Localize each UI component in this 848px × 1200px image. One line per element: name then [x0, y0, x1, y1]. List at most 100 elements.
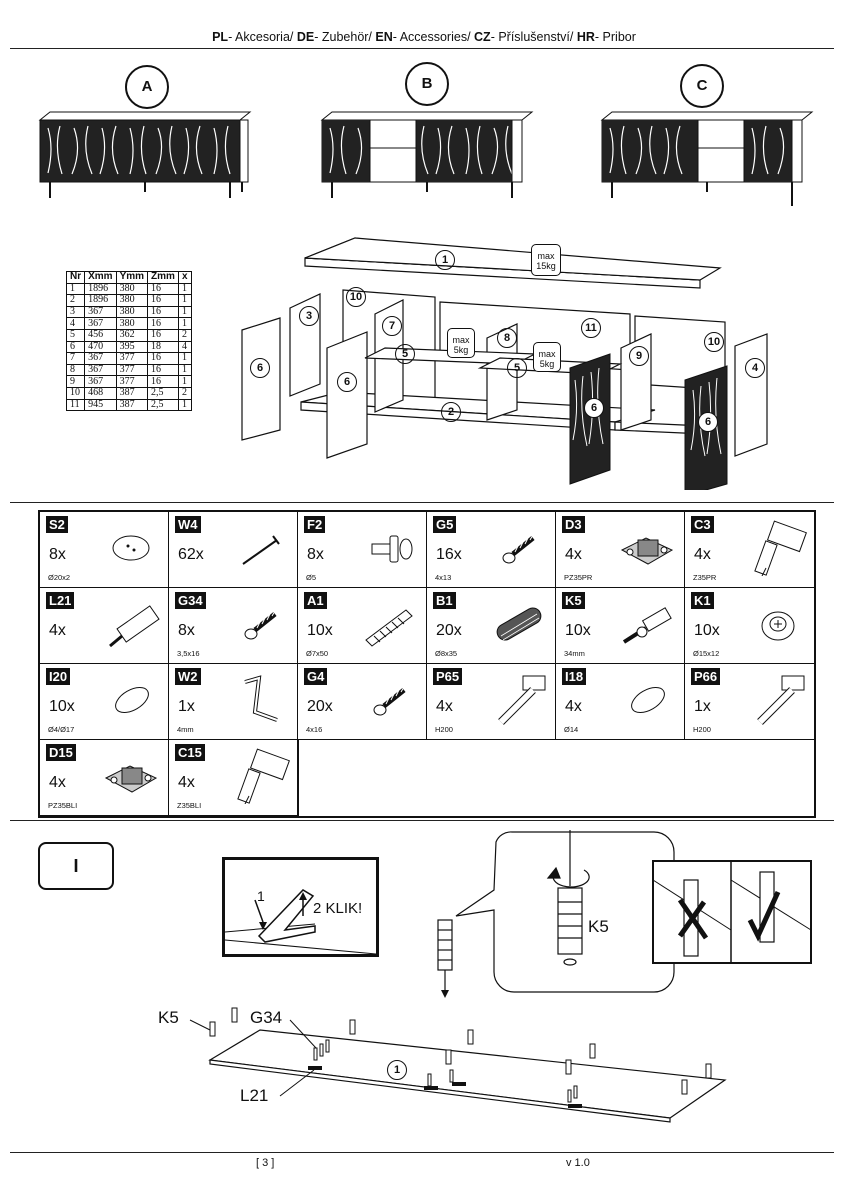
table-cell: 11: [65, 398, 86, 412]
accessory-qty: 8x: [178, 622, 195, 639]
accessory-size: 4x16: [306, 725, 323, 734]
part-label-6c: 6: [584, 398, 604, 418]
table-cell: 10: [65, 386, 86, 400]
table-cell: 1: [177, 305, 192, 319]
accessory-code: G34: [175, 592, 206, 609]
accessory-size: Z35BLI: [177, 801, 202, 810]
accessory-size: Ø7x50: [306, 649, 329, 658]
page-number: [ 3 ]: [256, 1157, 275, 1169]
top-panel-drawing: [189, 1007, 727, 1123]
table-header: Nr: [65, 271, 86, 284]
nail-icon: [242, 535, 280, 565]
part-label-9: 9: [629, 346, 649, 366]
table-cell: 380: [115, 294, 149, 307]
push-latch-icon: [109, 605, 160, 648]
accessory-code: C3: [691, 516, 714, 533]
table-cell: 16: [147, 375, 179, 388]
table-cell: 377: [115, 352, 149, 365]
accessory-size: Z35PR: [693, 573, 717, 582]
correct-incorrect-detail: [652, 860, 812, 964]
table-cell: 16: [147, 352, 179, 365]
shelf-pin-icon: [371, 535, 413, 563]
accessory-qty: 1x: [694, 698, 711, 715]
accessory-code: D15: [46, 744, 76, 761]
table-cell: 367: [84, 375, 117, 388]
table-cell: 1: [177, 317, 192, 330]
accessory-code: C15: [175, 744, 205, 761]
table-cell: 16: [147, 363, 179, 377]
part-label-10a: 10: [346, 287, 366, 307]
accessory-code: K1: [691, 592, 714, 609]
table-cell: 456: [84, 328, 117, 342]
table-cell: 362: [115, 328, 149, 342]
cap-icon: [631, 687, 665, 713]
accessory-code: G5: [433, 516, 457, 533]
part-label-6b: 6: [337, 372, 357, 392]
table-cell: 2: [177, 328, 192, 342]
accessory-size: PZ35BLI: [48, 801, 78, 810]
accessory-code: D3: [562, 516, 585, 533]
hinge-icon: [754, 520, 807, 576]
accessory-qty: 8x: [307, 546, 324, 563]
table-cell: 1: [177, 282, 192, 296]
leg-icon: [498, 675, 546, 725]
table-cell: 367: [84, 352, 117, 365]
accessory-size: 34mm: [564, 649, 585, 658]
accessory-code: B1: [433, 592, 456, 609]
accessory-qty: 4x: [49, 774, 66, 791]
header-divider: [10, 48, 834, 49]
accessory-qty: 4x: [565, 698, 582, 715]
table-header: Xmm: [84, 271, 117, 284]
accessory-size: Ø5: [306, 573, 317, 582]
accessory-qty: 10x: [694, 622, 720, 639]
accessory-size: Ø8x35: [435, 649, 458, 658]
push-latch-icon: [225, 889, 376, 954]
table-cell: 5: [65, 328, 86, 342]
table-cell: 470: [84, 340, 117, 354]
hinge-plate-icon: [620, 537, 674, 565]
callout-k5: K5: [158, 1008, 179, 1027]
table-cell: 1: [177, 294, 192, 307]
accessory-qty: 1x: [178, 698, 195, 715]
table-cell: 377: [115, 363, 149, 377]
accessory-qty: 16x: [436, 546, 462, 563]
lang-code: PL: [212, 30, 229, 44]
accessory-code: W4: [175, 516, 201, 533]
callout-l21: L21: [240, 1086, 269, 1105]
variant-c-cabinet: [600, 111, 814, 206]
hinge-plate-icon: [104, 765, 158, 793]
table-cell: 7: [65, 352, 86, 365]
table-cell: 387: [115, 398, 149, 412]
variant-a-cabinet: [38, 111, 252, 198]
accessory-size: H200: [693, 725, 711, 734]
step-label: I: [38, 842, 114, 890]
hinge-icon: [237, 748, 290, 804]
part-label-6d: 6: [698, 412, 718, 432]
table-cell: 4: [177, 340, 192, 354]
table-cell: 468: [84, 386, 117, 400]
accessory-qty: 10x: [565, 622, 591, 639]
lang-text: - Zubehör/: [314, 30, 376, 44]
part-label-10b: 10: [704, 332, 724, 352]
table-cell: 367: [84, 363, 117, 377]
accessory-size: PZ35PR: [564, 573, 593, 582]
lang-code: HR: [576, 30, 595, 44]
accessory-code: A1: [304, 592, 327, 609]
accessory-size: 3,5x16: [177, 649, 200, 658]
accessory-code: F2: [304, 516, 326, 533]
